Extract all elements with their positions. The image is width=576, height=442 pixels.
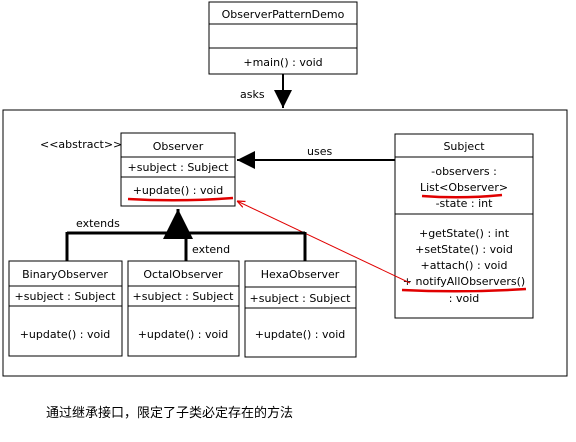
observer-update-highlight: [127, 196, 234, 202]
extends-label: extends: [76, 217, 120, 230]
observer-subject-attr: +subject : Subject: [128, 161, 230, 174]
uses-label: uses: [307, 145, 332, 158]
subject-notify-return: : void: [449, 292, 479, 305]
subject-class-name: Subject: [443, 140, 485, 153]
binary-subject-attr: +subject : Subject: [15, 290, 117, 303]
caption-text: 通过继承接口，限定了子类必定存在的方法: [46, 406, 294, 421]
inheritance-connectors: [65, 209, 307, 261]
octal-observer-box: OctalObserver +subject : Subject +update…: [127, 260, 240, 357]
octal-class-name: OctalObserver: [143, 268, 223, 281]
package-frame: [2, 109, 568, 377]
subject-observers-highlight: [421, 193, 503, 199]
binary-observer-box: BinaryObserver +subject : Subject +updat…: [8, 260, 123, 357]
subject-attach-method: +attach() : void: [421, 259, 508, 272]
subject-state-attr: -state : int: [436, 197, 494, 210]
abstract-stereotype: <<abstract>>: [40, 138, 122, 151]
binary-class-name: BinaryObserver: [22, 268, 108, 281]
demo-class-box: ObserverPatternDemo +main() : void: [208, 1, 358, 75]
subject-notify-highlight: [401, 287, 527, 293]
octal-update-method: +update() : void: [138, 328, 229, 341]
subject-setstate-method: +setState() : void: [415, 243, 513, 256]
extend-label: extend: [192, 243, 230, 256]
octal-subject-attr: +subject : Subject: [133, 290, 235, 303]
hexa-update-method: +update() : void: [255, 328, 346, 341]
hexa-observer-box: HexaObserver +subject : Subject +update(…: [244, 260, 357, 358]
subject-observers-type: List<Observer>: [420, 181, 508, 194]
subject-class-box: Subject -observers : List<Observer> -sta…: [394, 133, 534, 319]
observer-update-method: +update() : void: [133, 184, 224, 197]
hexa-subject-attr: +subject : Subject: [250, 292, 352, 305]
subject-notify-method: + notifyAllObservers(): [403, 275, 525, 288]
observer-class-name: Observer: [153, 140, 204, 153]
asks-label: asks: [240, 88, 265, 101]
notify-annotation-arrow: [237, 201, 411, 284]
hexa-class-name: HexaObserver: [261, 268, 340, 281]
demo-class-name: ObserverPatternDemo: [222, 8, 345, 21]
binary-update-method: +update() : void: [20, 328, 111, 341]
subject-observers-attr: -observers :: [431, 165, 497, 178]
subject-getstate-method: +getState() : int: [419, 227, 510, 240]
demo-main-method: +main() : void: [243, 56, 322, 69]
observer-class-box: Observer +subject : Subject +update() : …: [120, 132, 236, 207]
